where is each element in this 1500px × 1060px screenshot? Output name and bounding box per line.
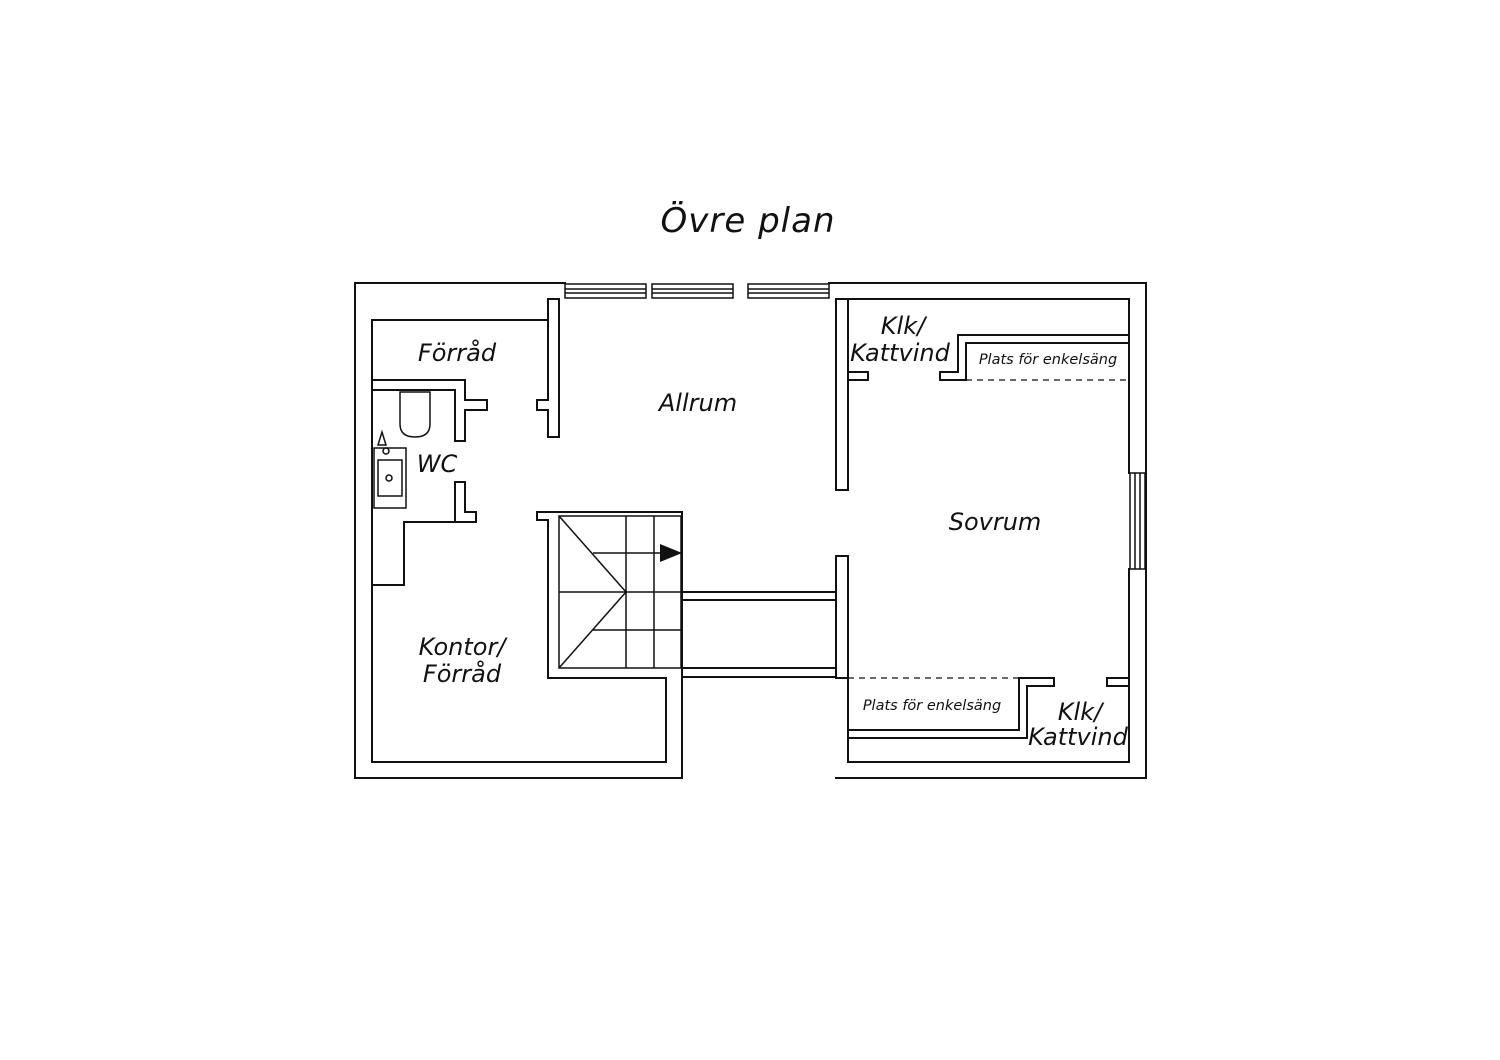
label-wc: WC <box>417 450 458 478</box>
allrum-right-wall <box>835 298 849 491</box>
klk-top-stub-left <box>847 371 869 381</box>
sovrum-walls <box>847 298 1146 763</box>
label-sovrum: Sovrum <box>949 508 1042 536</box>
label-forrad: Förråd <box>418 338 497 367</box>
label-kontor-line2: Förråd <box>423 659 502 688</box>
bottle-icon <box>376 429 388 446</box>
label-klk-top-line1: Klk/ <box>881 312 928 340</box>
label-klk-bottom-line2: Kattvind <box>1028 723 1128 751</box>
label-kontor-line1: Kontor/ <box>419 633 509 661</box>
sink-icon <box>373 447 407 509</box>
klk-bottom-knee-wall <box>847 677 1055 739</box>
sovrum-top-wall <box>847 298 1130 474</box>
plan-title: Övre plan <box>661 200 836 241</box>
note-bed-top: Plats för enkelsäng <box>979 352 1117 368</box>
window-1 <box>564 283 647 299</box>
outer-wall-top-right <box>828 282 1147 779</box>
note-bed-bottom: Plats för enkelsäng <box>863 698 1001 714</box>
label-allrum: Allrum <box>657 389 737 417</box>
label-klk-bottom-line1: Klk/ <box>1058 698 1105 726</box>
inner-wall-left-bottom <box>371 511 683 779</box>
sovrum-lower-left-wall <box>835 555 849 679</box>
room-labels: Förråd WC Allrum Kontor/ Förråd Sovrum K… <box>417 312 1129 751</box>
storage-wc-walls <box>371 319 549 586</box>
klk-bottom-stub-right <box>1106 677 1130 687</box>
side-window <box>1129 472 1146 570</box>
staircase[interactable] <box>558 515 682 669</box>
stair-railing <box>681 591 837 678</box>
label-klk-top-line2: Kattvind <box>850 339 950 367</box>
outer-walls <box>354 282 1147 779</box>
sovrum-bottom-right <box>847 568 1130 763</box>
klk-top-knee-wall <box>939 334 1130 381</box>
wc-bottom-wall <box>454 481 477 523</box>
outer-wall-left-wing <box>354 282 683 779</box>
toilet-icon <box>399 391 431 438</box>
wc-top-wall <box>371 379 488 442</box>
top-windows <box>564 283 830 299</box>
window-2 <box>651 283 734 299</box>
allrum-walls <box>536 298 849 679</box>
window-3 <box>747 283 830 299</box>
wc-fixtures <box>373 391 431 509</box>
stair-direction-arrow-icon <box>660 544 682 562</box>
